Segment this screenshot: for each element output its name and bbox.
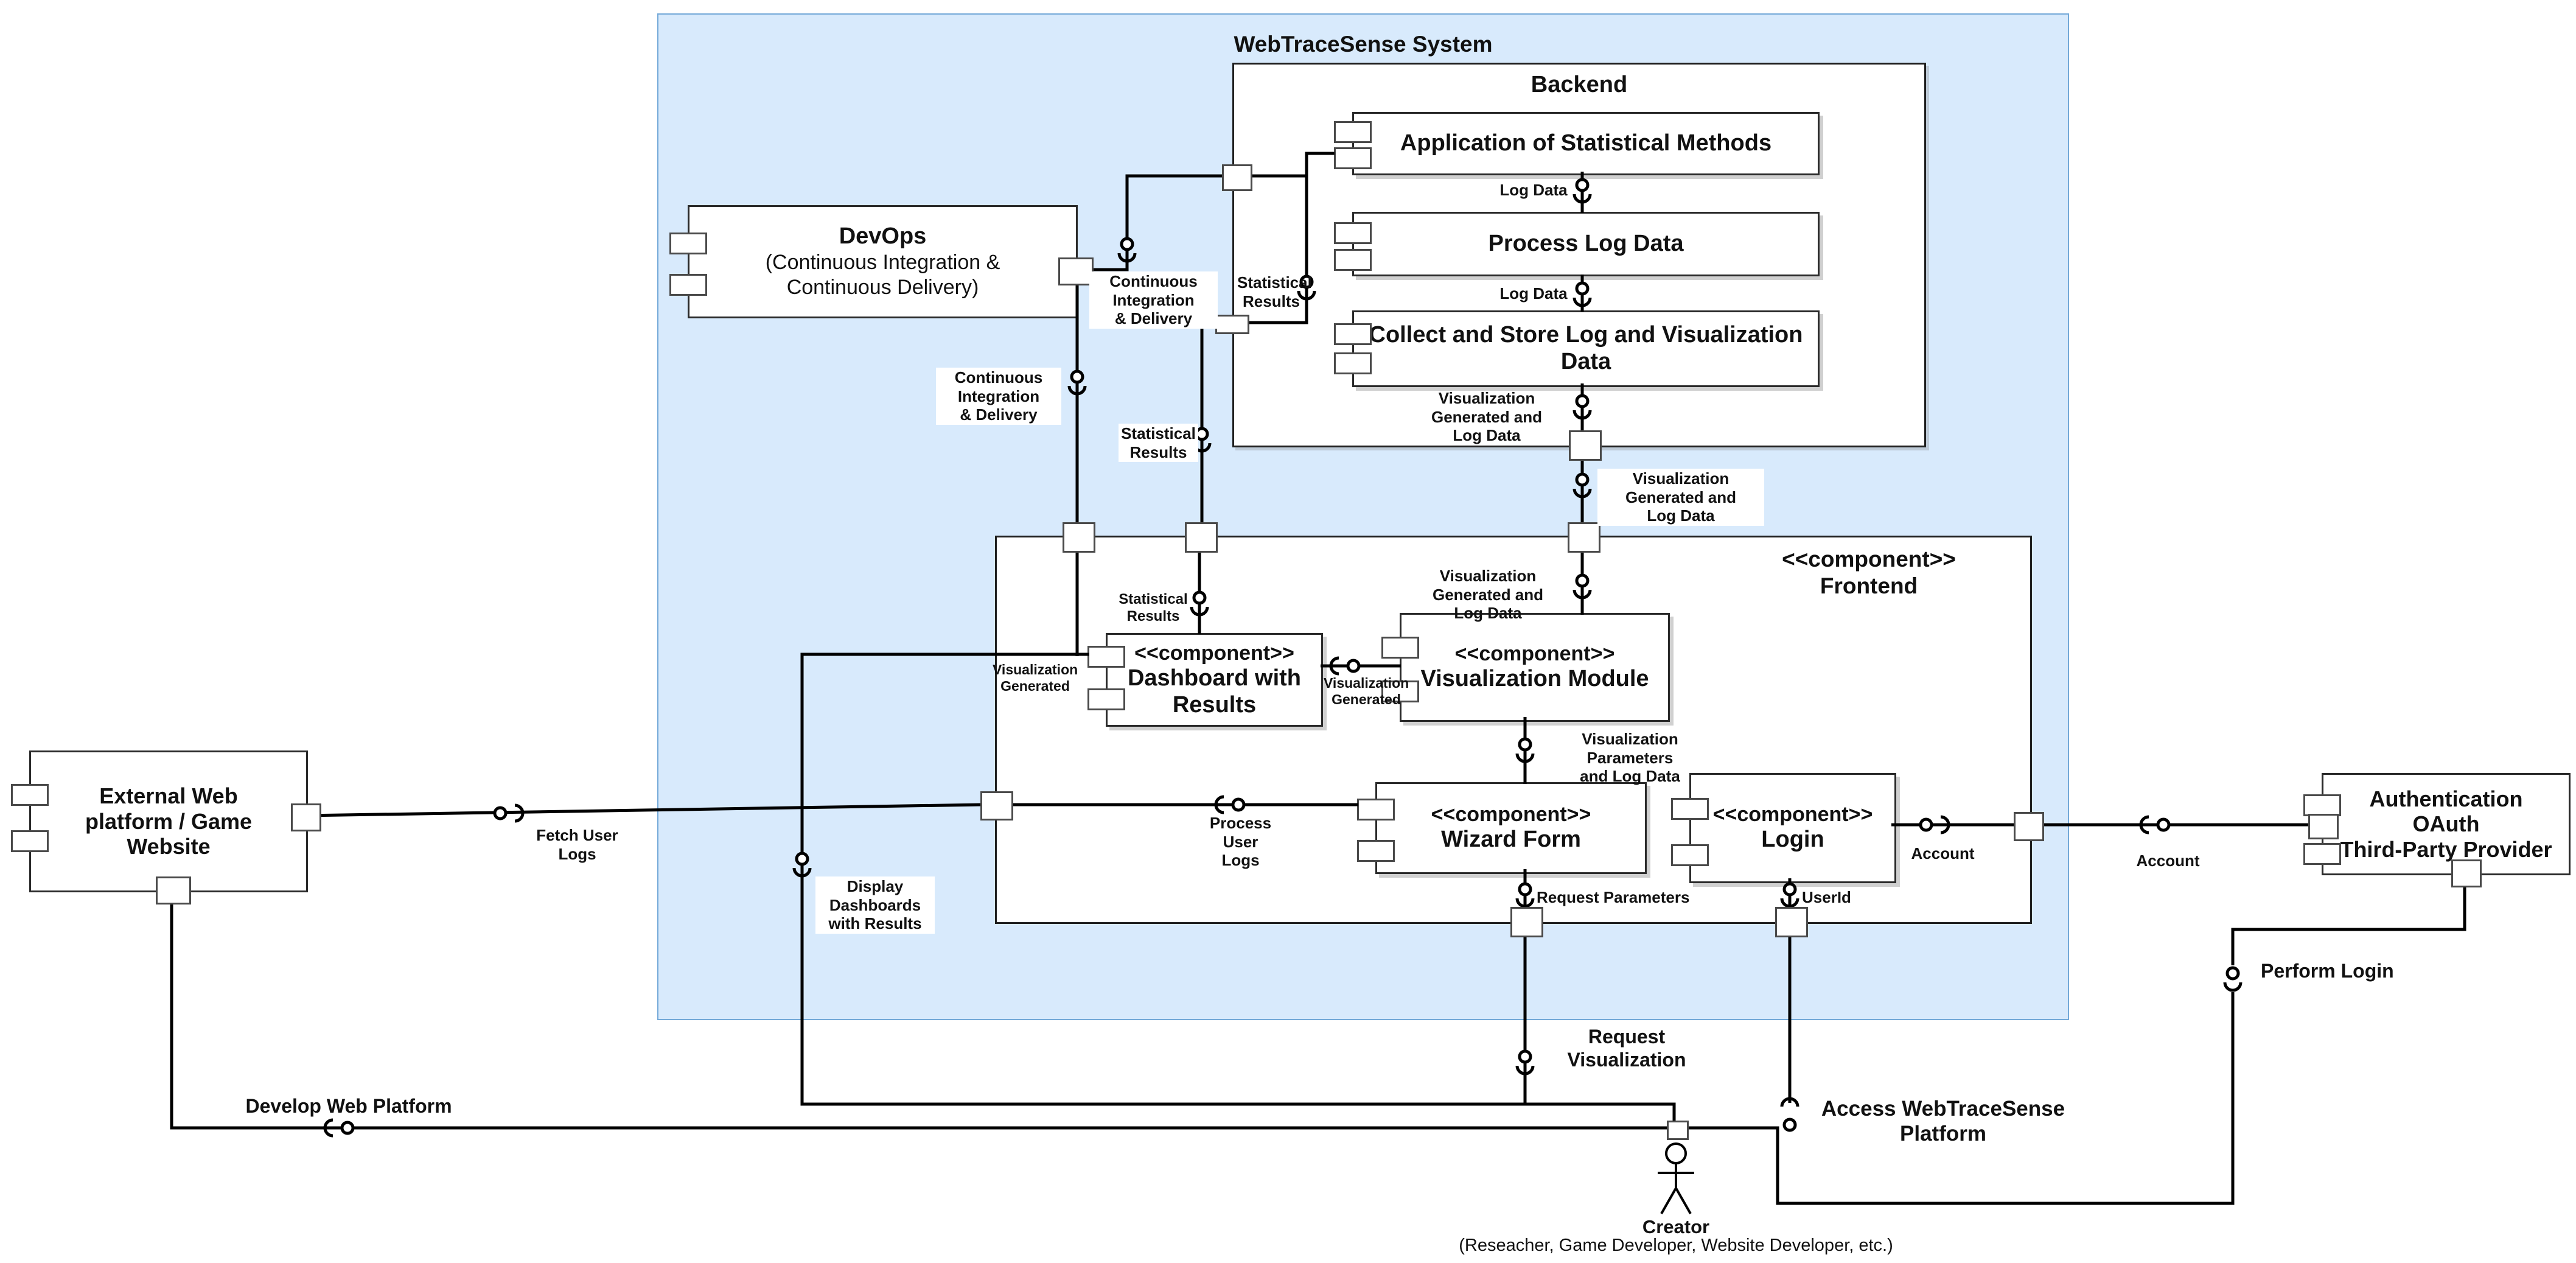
component-tab-icon [1087,646,1125,668]
label-vis-params: Visualization Parameters and Log Data [1580,730,1680,786]
external-right-port [291,803,321,831]
frontend-right-port [2014,812,2044,841]
label-process-user-logs: Process User Logs [1209,814,1272,870]
component-tab-icon [1671,844,1709,866]
component-external-web-platform: External Web platform / Game Website [11,750,308,892]
label-account-right: Account [2136,852,2200,870]
label-request-parameters: Request Parameters [1537,888,1690,906]
component-devops: DevOps (Continuous Integration & Continu… [669,205,1078,318]
label-ci-delivery-mid: Continuous Integration & Delivery [936,368,1061,425]
label-log-data-1: Log Data [1499,181,1568,199]
backend-left-port-top [1222,164,1252,191]
component-stereotype: <<component>> [1454,642,1615,666]
label-userid: UserId [1802,888,1851,906]
label-stat-results-outside: Statistical Results [1119,424,1198,463]
component-dashboard: <<component>> Dashboard with Results [1087,633,1323,727]
component-name: Visualization Module [1420,666,1649,692]
component-collect-store: Collect and Store Log and Visualization … [1334,310,1820,387]
component-visualization-module: <<component>> Visualization Module [1381,613,1670,722]
component-name: DevOps [839,223,927,250]
frontend-top-port-2 [1185,522,1218,553]
oauth-bottom-port [2451,859,2482,887]
label-stat-results-inside: Statistical Results [1237,273,1312,310]
label-develop-web-platform: Develop Web Platform [245,1095,452,1117]
label-vis-gen-frontend: Visualization Generated and Log Data [1432,567,1544,623]
frontend-bottom-port-1 [1510,907,1543,937]
creator-port [1667,1121,1689,1140]
backend-title: Backend [1531,72,1628,97]
component-tab-icon [11,830,49,852]
component-process-log-data: Process Log Data [1334,212,1820,276]
component-tab-icon [1357,840,1395,862]
actor-figure-icon [1658,1142,1694,1214]
fetch-logs-interface-icon [493,803,525,823]
backend-left-port-bottom [1215,315,1249,334]
label-account-left: Account [1911,844,1975,862]
component-name: External Web platform / Game Website [85,783,253,859]
backend-bottom-port [1569,430,1602,461]
label-stat-results-frontend: Statistical Results [1119,591,1188,625]
label-log-data-2: Log Data [1499,284,1568,303]
label-vis-gen-dash-mid: Visualization Generated [1324,675,1409,708]
component-oauth-provider: Authentication OAuth Third-Party Provide… [2303,773,2571,875]
component-tab-icon [1334,147,1372,169]
component-subtitle: (Continuous Integration & Continuous Del… [765,251,1000,299]
actor-description: (Reseacher, Game Developer, Website Deve… [1459,1236,1893,1255]
component-tab-icon [2303,843,2341,865]
frontend-bottom-port-2 [1775,907,1808,937]
account-right-interface-icon [2139,815,2171,834]
component-tab-icon [1334,323,1372,345]
label-perform-login: Perform Login [2261,960,2394,982]
external-bottom-port [156,876,191,904]
component-stereotype: <<component>> [1431,803,1591,827]
access-platform-interface-icon [1780,1097,1799,1132]
component-wizard-form: <<component>> Wizard Form [1357,782,1647,874]
component-name: Process Log Data [1488,231,1684,257]
component-tab-icon [1334,121,1372,143]
actor-name: Creator [1642,1216,1710,1237]
component-stereotype: <<component>> [1134,641,1294,665]
label-access-platform: Access WebTraceSense Platform [1821,1097,2065,1146]
component-tab-icon [669,233,707,254]
component-name: Application of Statistical Methods [1400,130,1772,156]
component-tab-icon [669,274,707,296]
component-name: Dashboard with Results [1127,665,1302,718]
frontend-top-port-3 [1568,522,1600,553]
component-name: Wizard Form [1441,827,1581,853]
perform-login-interface-icon [2223,966,2243,992]
label-fetch-user-logs: Fetch User Logs [536,826,618,863]
component-login: <<component>> Login [1671,773,1896,883]
label-vis-gen-dash-left: Visualization Generated [993,662,1078,694]
label-ci-delivery-top: Continuous Integration & Delivery [1089,271,1218,329]
component-tab-icon [1087,688,1125,710]
oauth-left-port [2308,814,2339,839]
devops-right-port [1058,257,1094,285]
develop-interface-icon [323,1118,355,1138]
frontend-stereotype: <<component>> [1782,547,1956,572]
component-name: Login [1761,827,1824,853]
frontend-title: Frontend [1820,573,1918,599]
component-tab-icon [11,784,49,806]
label-vis-gen-below: Visualization Generated and Log Data [1597,469,1764,527]
request-vis-interface-icon [1515,1049,1535,1076]
component-name: Authentication OAuth Third-Party Provide… [2340,786,2552,862]
component-tab-icon [1334,249,1372,271]
component-tab-icon [1671,798,1709,820]
label-request-visualization: Request Visualization [1567,1026,1686,1071]
component-tab-icon [1357,799,1395,820]
frontend-top-port-1 [1063,522,1095,553]
frontend-header: <<component>> Frontend [1726,546,2012,600]
component-tab-icon [1381,637,1419,659]
system-title: WebTraceSense System [1234,32,1493,57]
label-display-dashboards: Display Dashboards with Results [815,876,935,934]
component-tab-icon [1334,352,1372,374]
frontend-left-port [980,791,1013,820]
component-name: Collect and Store Log and Visualization … [1369,322,1803,374]
component-tab-icon [1334,222,1372,244]
component-statistical-methods: Application of Statistical Methods [1334,112,1820,175]
label-vis-gen-backend: Visualization Generated and Log Data [1431,389,1543,445]
component-tab-icon [2303,794,2341,816]
component-stereotype: <<component>> [1712,803,1873,827]
